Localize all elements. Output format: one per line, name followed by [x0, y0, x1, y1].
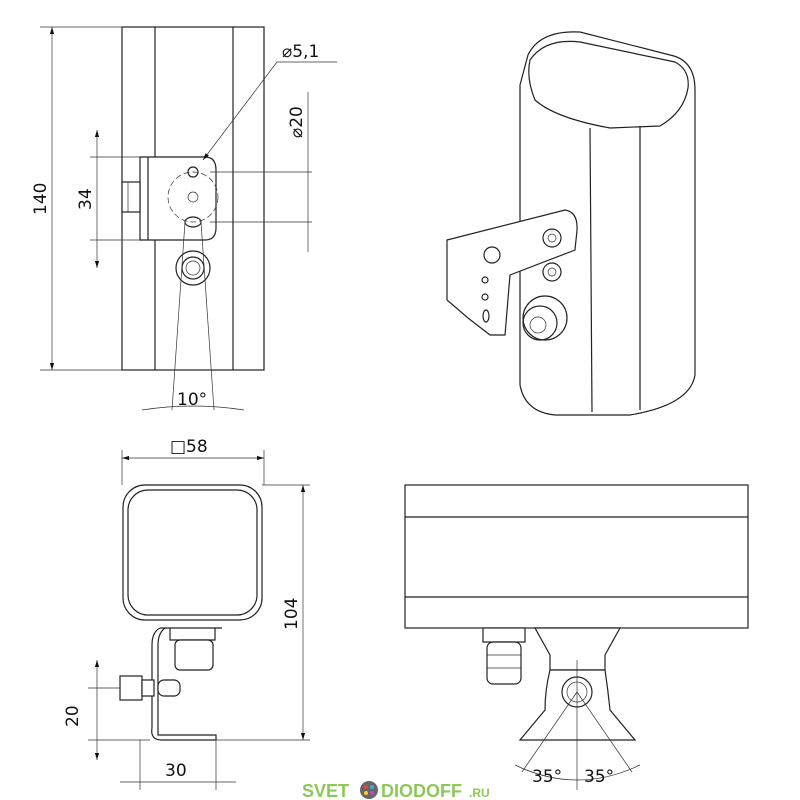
logo-suffix: .RU: [469, 786, 490, 800]
dim-20: 20: [63, 705, 83, 727]
isometric-view: [446, 31, 696, 416]
dim-30: 30: [165, 761, 187, 781]
dim-140: 140: [31, 183, 51, 215]
dim-104: 104: [282, 598, 302, 630]
front-view: 140 34 ⌀20 ⌀5,1 10°: [31, 26, 337, 411]
dim-angle-35-left: 35°: [532, 767, 562, 787]
dim-angle-35-right: 35°: [584, 767, 614, 787]
dim-diameter-5-1: ⌀5,1: [282, 42, 319, 62]
dim-square-58: □58: [170, 437, 208, 457]
dim-angle-10: 10°: [177, 390, 207, 410]
logo-dots-icon: [360, 781, 378, 799]
dim-34: 34: [76, 188, 96, 210]
brand-logo: SVET DIODOFF .RU: [302, 781, 490, 800]
logo-text-left: SVET: [302, 781, 349, 800]
logo-text-right: DIODOFF: [381, 781, 462, 800]
top-view: 35° 35°: [404, 484, 749, 790]
dim-diameter-20: ⌀20: [287, 106, 307, 138]
side-view: □58 104 20 30: [63, 437, 310, 790]
